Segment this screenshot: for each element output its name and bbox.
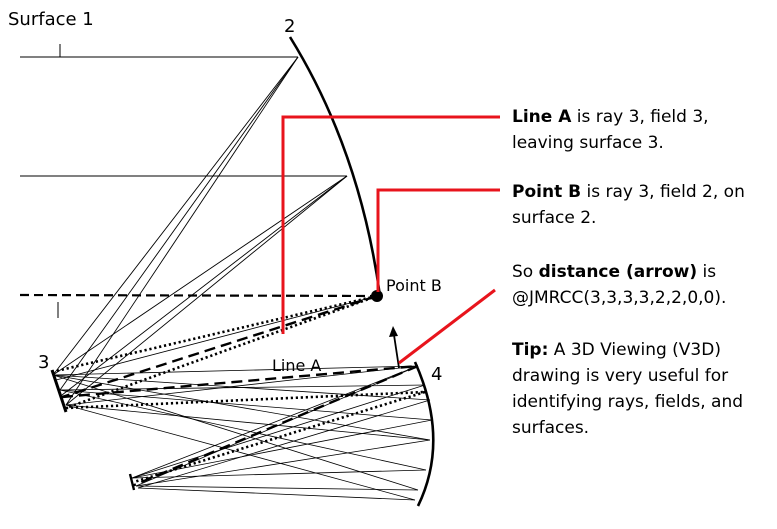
surface-1-label: Surface 1 <box>8 9 94 30</box>
distance-arrowhead <box>389 326 398 337</box>
note-distance: So distance (arrow) is @JMRCC(3,3,3,3,2,… <box>512 259 726 311</box>
dotted-rays <box>51 294 426 484</box>
note-point-b-text-2: surface 2. <box>512 208 597 228</box>
surface-2-number: 2 <box>284 16 296 37</box>
surface-4-number: 4 <box>431 364 443 385</box>
dashed-rays <box>61 294 419 488</box>
rays-s3-to-s4 <box>52 365 433 501</box>
note-distance-text-2: @JMRCC(3,3,3,3,2,2,0,0). <box>512 288 727 308</box>
note-tip-bold: Tip: <box>512 340 549 360</box>
distance-arrow <box>393 334 400 369</box>
note-distance-bold: distance (arrow) <box>538 262 698 282</box>
note-line-a: Line A is ray 3, field 3, leaving surfac… <box>512 104 709 156</box>
note-point-b: Point B is ray 3, field 2, on surface 2. <box>512 179 745 231</box>
optical-axis <box>19 293 378 298</box>
line-a-label: Line A <box>272 356 322 375</box>
note-distance-text-1: is <box>697 262 717 282</box>
surface-3-mirror <box>50 369 68 413</box>
image-surface <box>128 473 136 491</box>
surface-4-mirror <box>413 361 435 507</box>
note-tip-text-3: identifying rays, fields, and <box>512 392 744 412</box>
note-line-a-text-1: is ray 3, field 3, <box>571 107 709 127</box>
note-distance-pre: So <box>512 262 539 282</box>
note-tip-text-4: surfaces. <box>512 418 590 438</box>
rays-s2-to-s3 <box>52 56 378 406</box>
note-line-a-text-2: leaving surface 3. <box>512 133 664 153</box>
surface-2-mirror <box>288 36 382 297</box>
note-tip: Tip: A 3D Viewing (V3D) drawing is very … <box>512 337 743 441</box>
note-tip-text-1: A 3D Viewing (V3D) <box>548 340 721 360</box>
note-point-b-text-1: is ray 3, field 2, on <box>581 182 745 202</box>
input-rays <box>20 44 347 318</box>
surface-3-number: 3 <box>38 352 50 373</box>
point-b-marker <box>371 290 383 302</box>
callout-lines <box>281 115 500 365</box>
note-point-b-bold: Point B <box>512 182 582 202</box>
rays-s4-to-image <box>131 365 433 501</box>
note-line-a-bold: Line A <box>512 107 572 127</box>
note-tip-text-2: drawing is very useful for <box>512 366 729 386</box>
point-b-label: Point B <box>386 276 442 295</box>
